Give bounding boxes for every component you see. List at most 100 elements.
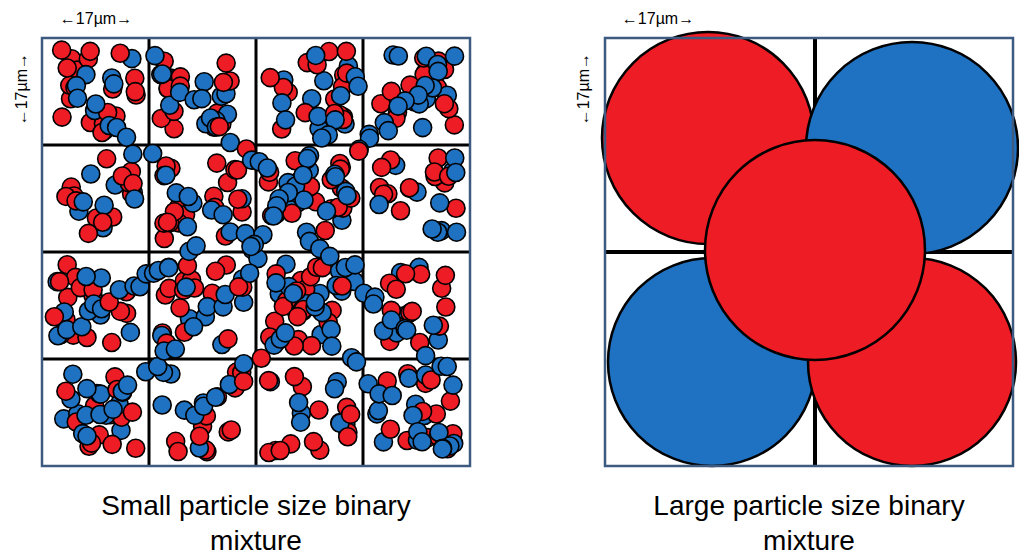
small-particle	[82, 165, 100, 183]
small-particle	[447, 164, 465, 182]
small-particle	[207, 388, 225, 406]
small-particle	[316, 222, 334, 240]
panel-border	[42, 38, 470, 466]
small-particle	[289, 308, 307, 326]
small-particle	[271, 441, 289, 459]
small-particle	[364, 295, 382, 313]
small-particle	[78, 380, 96, 398]
small-particle	[370, 195, 388, 213]
small-particle	[423, 220, 441, 238]
small-particle	[78, 427, 96, 445]
small-particle	[298, 150, 316, 168]
panel-caption: Small particle size binary mixture	[56, 488, 456, 558]
small-particle	[221, 134, 239, 152]
small-particle	[214, 206, 232, 224]
small-particle	[333, 277, 351, 295]
small-particle	[305, 433, 323, 451]
small-particle	[105, 75, 123, 93]
small-particle	[87, 95, 105, 113]
small-particle	[153, 65, 171, 83]
small-particle	[392, 202, 410, 220]
small-particle	[126, 83, 144, 101]
small-particle	[417, 347, 435, 365]
small-particle	[284, 284, 302, 302]
small-particle	[69, 89, 87, 107]
small-particle	[277, 111, 295, 129]
small-particle	[294, 166, 312, 184]
small-particle	[146, 47, 164, 65]
red-particle	[705, 140, 925, 360]
small-particle	[401, 179, 419, 197]
small-particle	[290, 394, 308, 412]
small-particle	[389, 97, 407, 115]
small-particle	[195, 73, 213, 91]
small-particle	[400, 369, 418, 387]
small-particle	[447, 199, 465, 217]
small-particle	[389, 47, 407, 65]
small-particle	[57, 382, 75, 400]
small-particle	[126, 190, 144, 208]
small-particle	[326, 168, 344, 186]
small-particle	[207, 262, 225, 280]
small-particle	[446, 47, 464, 65]
small-particle	[347, 353, 365, 371]
small-particle	[302, 337, 320, 355]
small-particle	[436, 266, 454, 284]
small-particle	[94, 213, 112, 231]
small-particle	[349, 77, 367, 95]
small-particle	[157, 166, 175, 184]
small-particles	[45, 41, 465, 461]
small-particle	[229, 190, 247, 208]
small-particle	[222, 421, 240, 439]
small-particle	[119, 376, 137, 394]
small-particle-panel	[42, 38, 470, 466]
small-particle	[292, 413, 310, 431]
small-particle	[332, 87, 350, 105]
small-particle	[338, 187, 356, 205]
small-particle	[438, 358, 456, 376]
small-particle	[369, 402, 387, 420]
small-particle	[51, 273, 69, 291]
small-particle	[261, 69, 279, 87]
small-particle	[98, 150, 116, 168]
small-particle	[64, 365, 82, 383]
small-particle	[104, 400, 122, 418]
small-particle	[403, 302, 421, 320]
small-particle	[401, 179, 419, 197]
small-particle	[441, 392, 459, 410]
small-particle	[258, 159, 276, 177]
small-particle	[241, 264, 259, 282]
small-particle	[326, 380, 344, 398]
small-particle	[397, 265, 415, 283]
small-particle	[273, 94, 291, 112]
small-particle	[381, 420, 399, 438]
small-particle	[53, 41, 71, 59]
small-particle	[187, 237, 205, 255]
dimension-label: ←17µm→	[13, 37, 31, 141]
small-particle	[433, 440, 451, 458]
small-particle	[124, 145, 142, 163]
small-particle	[111, 44, 129, 62]
small-particle	[414, 119, 432, 137]
small-particle	[118, 128, 136, 146]
small-particle	[322, 321, 340, 339]
small-particle	[235, 355, 253, 373]
small-particle	[81, 42, 99, 60]
dimension-label: ←17µm→	[575, 37, 593, 141]
small-particle	[179, 188, 197, 206]
small-particle	[310, 401, 328, 419]
small-particle	[404, 406, 422, 424]
small-particle	[260, 372, 278, 390]
small-particle	[214, 73, 232, 91]
small-particle	[177, 278, 195, 296]
small-particle	[160, 259, 178, 277]
grid-lines	[42, 38, 470, 466]
small-particle	[437, 298, 455, 316]
small-particle	[434, 439, 452, 457]
small-particle	[242, 237, 260, 255]
small-particle	[429, 62, 447, 80]
small-particle	[323, 337, 341, 355]
small-particle	[103, 334, 121, 352]
small-particle	[445, 116, 463, 134]
